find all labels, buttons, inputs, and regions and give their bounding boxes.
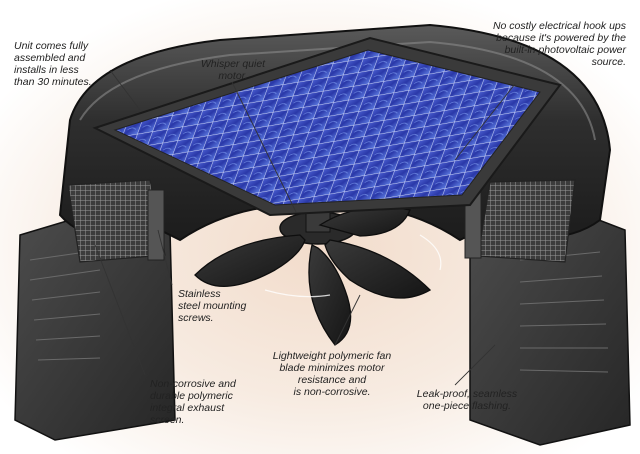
leader-lightweight <box>334 294 361 346</box>
leader-leakproof <box>454 344 496 386</box>
leader-no-costly <box>454 83 516 161</box>
callout-stainless-screws: Stainless steel mounting screws. <box>178 288 247 324</box>
leader-lines <box>94 69 516 386</box>
leader-whisper <box>231 81 297 213</box>
leader-assembled <box>109 69 141 111</box>
callout-assembled: Unit comes fully assembled and installs … <box>14 40 92 88</box>
callout-whisper-quiet: Whisper quiet motor. <box>200 58 266 82</box>
callout-exhaust-screen: Non-corrosive and durable polymeric inte… <box>150 378 236 426</box>
fan-motion-lines <box>264 234 442 298</box>
flashing-ridges <box>29 249 609 373</box>
leader-noncorrosive <box>94 244 146 376</box>
solar-cells <box>113 49 541 206</box>
mounting-bracket-left <box>147 189 165 261</box>
callout-no-costly-hookups: No costly electrical hook ups because it… <box>492 20 626 68</box>
callout-leak-proof-flashing: Leak-proof, seamless one-piece flashing. <box>416 388 518 412</box>
exhaust-screen-right <box>477 179 576 263</box>
exhaust-screen-left <box>67 179 166 263</box>
leader-stainless <box>157 229 173 286</box>
callout-lightweight-blade: Lightweight polymeric fan blade minimize… <box>272 350 392 398</box>
dome-rim-highlight <box>79 40 596 141</box>
